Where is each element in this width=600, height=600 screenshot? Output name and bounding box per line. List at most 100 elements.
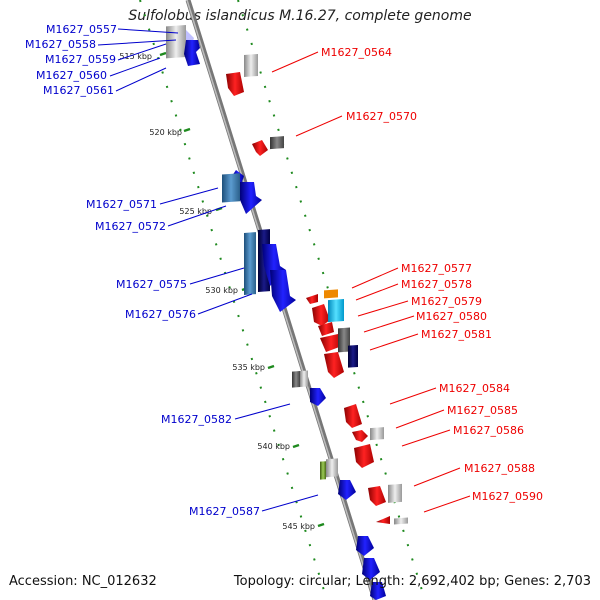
leader-line: [389, 387, 437, 405]
gene-block[interactable]: [166, 24, 186, 59]
gene-arrow[interactable]: [240, 182, 262, 214]
gene-label-M1627_0559[interactable]: M1627_0559: [45, 53, 116, 66]
leader-line: [423, 495, 471, 513]
scale-tick: [267, 364, 275, 370]
scale-label: 525 kbp: [179, 207, 212, 216]
gene-block[interactable]: [270, 136, 284, 150]
leader-line: [234, 403, 291, 420]
leader-line: [413, 467, 461, 487]
scale-label: 545 kbp: [282, 522, 315, 531]
gene-arrow[interactable]: [338, 480, 356, 500]
gene-block[interactable]: [244, 232, 256, 295]
gene-block[interactable]: [326, 458, 338, 478]
leader-line: [355, 283, 399, 301]
leader-line: [261, 494, 319, 512]
gene-label-M1627_0590[interactable]: M1627_0590: [472, 490, 543, 503]
gene-label-M1627_0558[interactable]: M1627_0558: [25, 38, 96, 51]
gene-label-M1627_0585[interactable]: M1627_0585: [447, 404, 518, 417]
scale-tick: [183, 127, 191, 133]
gene-arrow[interactable]: [270, 270, 296, 312]
leader-line: [369, 333, 419, 351]
gene-arrow[interactable]: [344, 404, 362, 428]
gene-label-M1627_0581[interactable]: M1627_0581: [421, 328, 492, 341]
gene-arrow[interactable]: [226, 72, 244, 96]
leader-line: [159, 187, 219, 205]
gene-block[interactable]: [324, 289, 338, 299]
gene-label-M1627_0575[interactable]: M1627_0575: [116, 278, 187, 291]
gene-label-M1627_0588[interactable]: M1627_0588: [464, 462, 535, 475]
gene-label-M1627_0578[interactable]: M1627_0578: [401, 278, 472, 291]
leader-line: [115, 67, 167, 92]
gene-block[interactable]: [292, 371, 300, 388]
gene-label-M1627_0584[interactable]: M1627_0584: [439, 382, 510, 395]
right-leader-lines: [271, 51, 471, 513]
scale-ticks: [159, 51, 325, 528]
gene-arrow[interactable]: [252, 140, 268, 156]
leader-line: [395, 409, 445, 429]
leader-line: [117, 28, 179, 34]
gene-label-M1627_0586[interactable]: M1627_0586: [453, 424, 524, 437]
gene-block[interactable]: [348, 344, 358, 368]
gene-block[interactable]: [328, 298, 344, 323]
gene-arrow[interactable]: [354, 444, 374, 468]
gene-arrow[interactable]: [184, 40, 200, 66]
gene-label-M1627_0580[interactable]: M1627_0580: [416, 310, 487, 323]
gene-arrow[interactable]: [352, 430, 368, 442]
left-leader-lines: [97, 28, 319, 512]
gene-label-M1627_0587[interactable]: M1627_0587: [189, 505, 260, 518]
gene-arrow[interactable]: [306, 294, 318, 304]
gene-label-M1627_0579[interactable]: M1627_0579: [411, 295, 482, 308]
gene-label-M1627_0564[interactable]: M1627_0564: [321, 46, 392, 59]
leader-line: [401, 429, 451, 447]
gene-arrow[interactable]: [356, 536, 374, 556]
gene-arrow[interactable]: [370, 582, 386, 600]
forward-strand-genes: [166, 24, 386, 600]
gene-arrow[interactable]: [362, 558, 380, 580]
reverse-strand-genes: [226, 53, 408, 525]
leader-line: [363, 315, 415, 333]
scale-tick: [292, 443, 300, 449]
genome-summary: Topology: circular; Length: 2,692,402 bp…: [233, 574, 591, 589]
map-title: Sulfolobus islandicus M.16.27, complete …: [128, 8, 472, 24]
scale-label: 540 kbp: [257, 442, 290, 451]
gene-label-M1627_0560[interactable]: M1627_0560: [36, 69, 107, 82]
gene-label-M1627_0570[interactable]: M1627_0570: [346, 110, 417, 123]
scale-label: 515 kbp: [119, 52, 152, 61]
gene-label-M1627_0577[interactable]: M1627_0577: [401, 262, 472, 275]
scale-tick: [159, 51, 167, 57]
gene-arrow[interactable]: [376, 516, 390, 524]
gene-block[interactable]: [320, 461, 326, 480]
leader-line: [189, 267, 245, 285]
gene-block[interactable]: [338, 327, 350, 353]
leader-line: [271, 51, 319, 73]
gene-arrow[interactable]: [368, 486, 386, 506]
gene-label-M1627_0576[interactable]: M1627_0576: [125, 308, 196, 321]
gene-block[interactable]: [222, 173, 240, 203]
leader-line: [167, 205, 227, 227]
gene-block[interactable]: [370, 427, 384, 441]
gene-label-M1627_0572[interactable]: M1627_0572: [95, 220, 166, 233]
gene-block[interactable]: [388, 483, 402, 503]
accession-label: Accession: NC_012632: [9, 574, 157, 589]
leader-line: [351, 267, 399, 289]
gene-block[interactable]: [394, 517, 408, 525]
gene-block[interactable]: [300, 370, 308, 388]
leader-line: [197, 293, 253, 315]
gene-arrow[interactable]: [324, 352, 344, 378]
gene-label-M1627_0561[interactable]: M1627_0561: [43, 84, 114, 97]
scale-label: 520 kbp: [149, 128, 182, 137]
gene-arrow[interactable]: [318, 322, 334, 336]
gene-label-M1627_0557[interactable]: M1627_0557: [46, 23, 117, 36]
gene-label-M1627_0571[interactable]: M1627_0571: [86, 198, 157, 211]
scale-tick: [317, 522, 325, 528]
leader-line: [357, 300, 409, 317]
scale-tick: [215, 206, 223, 212]
gene-label-M1627_0582[interactable]: M1627_0582: [161, 413, 232, 426]
gene-arrow[interactable]: [320, 334, 342, 352]
gene-block[interactable]: [244, 53, 258, 77]
leader-line: [97, 39, 177, 46]
leader-line: [295, 115, 343, 137]
gene-arrow[interactable]: [312, 304, 330, 326]
gene-arrow[interactable]: [310, 388, 326, 406]
